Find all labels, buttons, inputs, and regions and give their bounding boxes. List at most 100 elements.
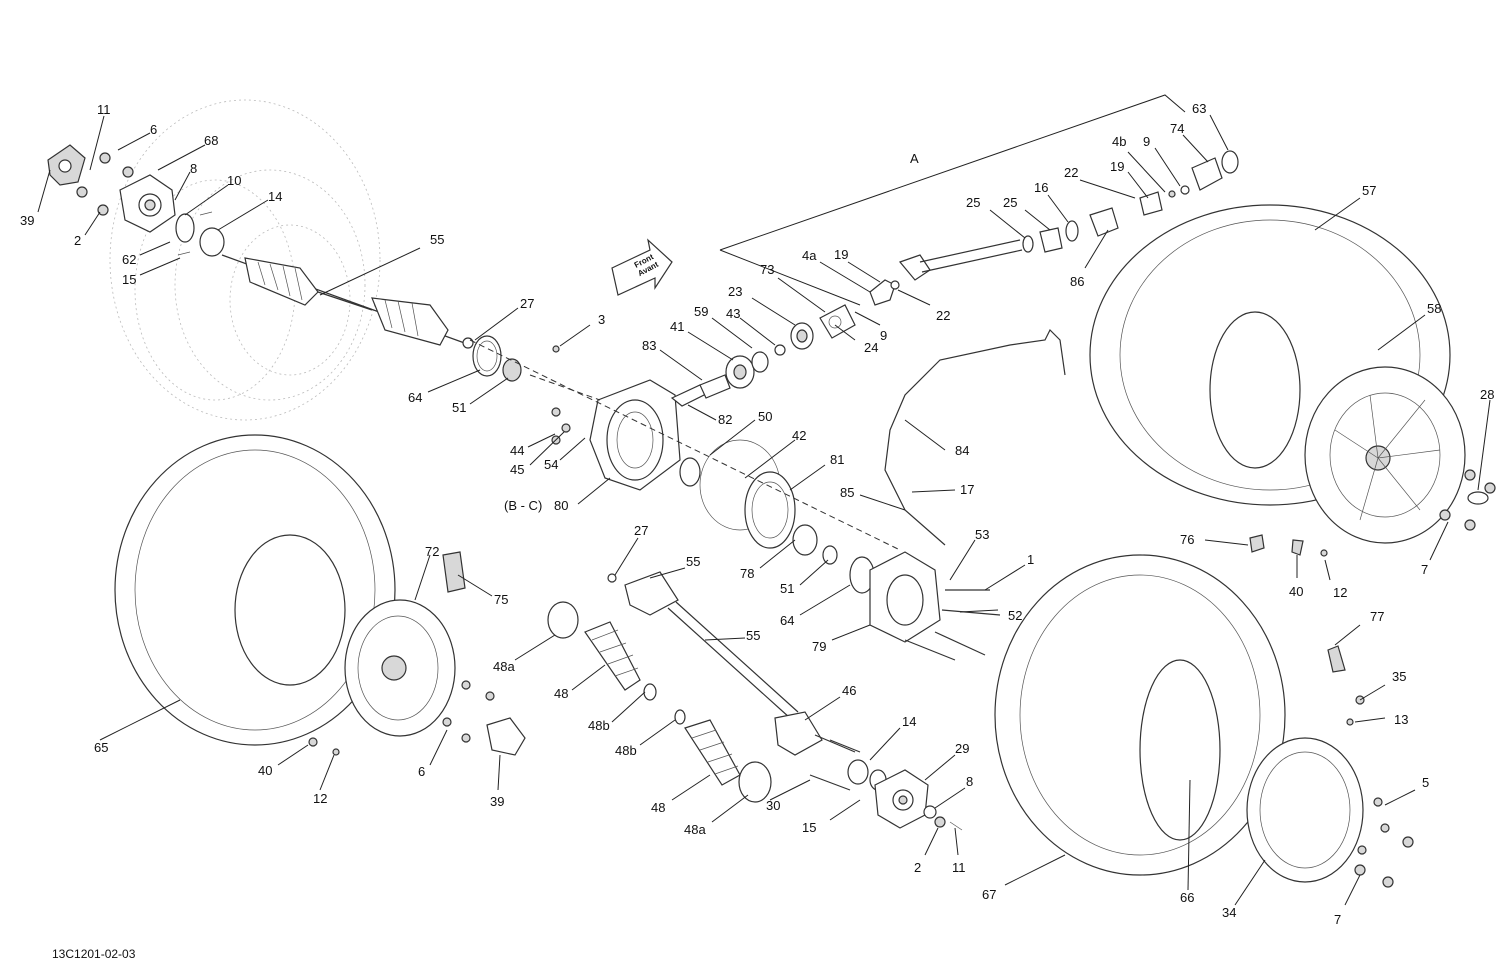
callout-6: 6 [150, 122, 157, 137]
callout-9-b: 9 [1143, 134, 1150, 149]
callout-55-c: 55 [746, 628, 760, 643]
callout-8-b: 8 [966, 774, 973, 789]
callout-2: 2 [74, 233, 81, 248]
callout-43: 43 [726, 306, 740, 321]
rear-knuckle-group [809, 739, 963, 831]
callout-5: 5 [1422, 775, 1429, 790]
callout-34: 34 [1222, 905, 1236, 920]
callout-81: 81 [830, 452, 844, 467]
callout-84: 84 [955, 443, 969, 458]
callout-15-b: 15 [802, 820, 816, 835]
callout-62: 62 [122, 252, 136, 267]
label-a: A [910, 151, 919, 166]
callout-11-b: 11 [952, 860, 966, 875]
callout-48b: 48b [588, 718, 610, 733]
callout-39: 39 [20, 213, 34, 228]
callout-74: 74 [1170, 121, 1184, 136]
callout-12-b: 12 [313, 791, 327, 806]
callout-30: 30 [766, 798, 780, 813]
callout-82: 82 [718, 412, 732, 427]
front-seals [462, 335, 522, 382]
brake-line [884, 328, 1066, 546]
prop-shaft-assembly [719, 94, 1239, 306]
callout-3: 3 [598, 312, 605, 327]
callout-27: 27 [520, 296, 534, 311]
callout-75: 75 [494, 592, 508, 607]
callout-22-b: 22 [1064, 165, 1078, 180]
callout-23: 23 [728, 284, 742, 299]
callout-68: 68 [204, 133, 218, 148]
callout-59: 59 [694, 304, 708, 319]
callout-54: 54 [544, 457, 558, 472]
leader-lines [37, 114, 1491, 906]
diff-cover [869, 551, 1001, 661]
callout-27-b: 27 [634, 523, 648, 538]
callout-17: 17 [960, 482, 974, 497]
callout-14-b: 14 [902, 714, 916, 729]
callout-40: 40 [1289, 584, 1303, 599]
callout-58: 58 [1427, 301, 1441, 316]
callout-12: 12 [1333, 585, 1347, 600]
callout-52: 52 [1008, 608, 1022, 623]
callout-65: 65 [94, 740, 108, 755]
callout-48a-b: 48a [684, 822, 706, 837]
callout-13: 13 [1394, 712, 1408, 727]
callout-66: 66 [1180, 890, 1194, 905]
callout-67: 67 [982, 887, 996, 902]
callout-44: 44 [510, 443, 524, 458]
callout-53: 53 [975, 527, 989, 542]
callout-78: 78 [740, 566, 754, 581]
callout-72: 72 [425, 544, 439, 559]
callout-8: 8 [190, 161, 197, 176]
callout-19-b: 19 [1110, 159, 1124, 174]
callout-85: 85 [840, 485, 854, 500]
front-right-wheel [994, 554, 1414, 888]
callout-4a: 4a [802, 248, 817, 263]
callout-48-b: 48 [651, 800, 665, 815]
callout-83: 83 [642, 338, 656, 353]
callout-15: 15 [122, 272, 136, 287]
rear-left-wheel [114, 434, 526, 756]
cv-boots [547, 601, 772, 803]
front-drive-shaft [221, 254, 471, 346]
callout-22: 22 [936, 308, 950, 323]
front-knuckle-group [47, 144, 225, 257]
callout-77: 77 [1370, 609, 1384, 624]
callout-51-b: 51 [780, 581, 794, 596]
callout-76: 76 [1180, 532, 1194, 547]
callout-55: 55 [430, 232, 444, 247]
callout-73: 73 [760, 262, 774, 277]
callout-25: 25 [966, 195, 980, 210]
callout-55-b: 55 [686, 554, 700, 569]
callout-42: 42 [792, 428, 806, 443]
diagram-code: 13C1201-02-03 [52, 947, 136, 961]
callout-48: 48 [554, 686, 568, 701]
callout-39-b: 39 [490, 794, 504, 809]
callout-7-b: 7 [1334, 912, 1341, 927]
callout-80: 80 [554, 498, 568, 513]
callout-16: 16 [1034, 180, 1048, 195]
rear-drive-shaft [607, 571, 856, 756]
differential-housing [551, 345, 712, 491]
callout-40-b: 40 [258, 763, 272, 778]
callout-29: 29 [955, 741, 969, 756]
rear-right-wheel [1089, 204, 1496, 557]
callout-48b-b: 48b [615, 743, 637, 758]
callout-2-b: 2 [914, 860, 921, 875]
callout-63: 63 [1192, 101, 1206, 116]
callout-48a: 48a [493, 659, 515, 674]
front-direction-arrow [611, 238, 673, 296]
callout-64: 64 [408, 390, 422, 405]
callout-1: 1 [1027, 552, 1034, 567]
callout-28: 28 [1480, 387, 1494, 402]
callout-6-b: 6 [418, 764, 425, 779]
callout-10: 10 [227, 173, 241, 188]
callout-79: 79 [812, 639, 826, 654]
callout-19: 19 [834, 247, 848, 262]
callout-4b: 4b [1112, 134, 1126, 149]
callout-45: 45 [510, 462, 524, 477]
callout-25-b: 25 [1003, 195, 1017, 210]
callout-11: 11 [97, 102, 111, 117]
